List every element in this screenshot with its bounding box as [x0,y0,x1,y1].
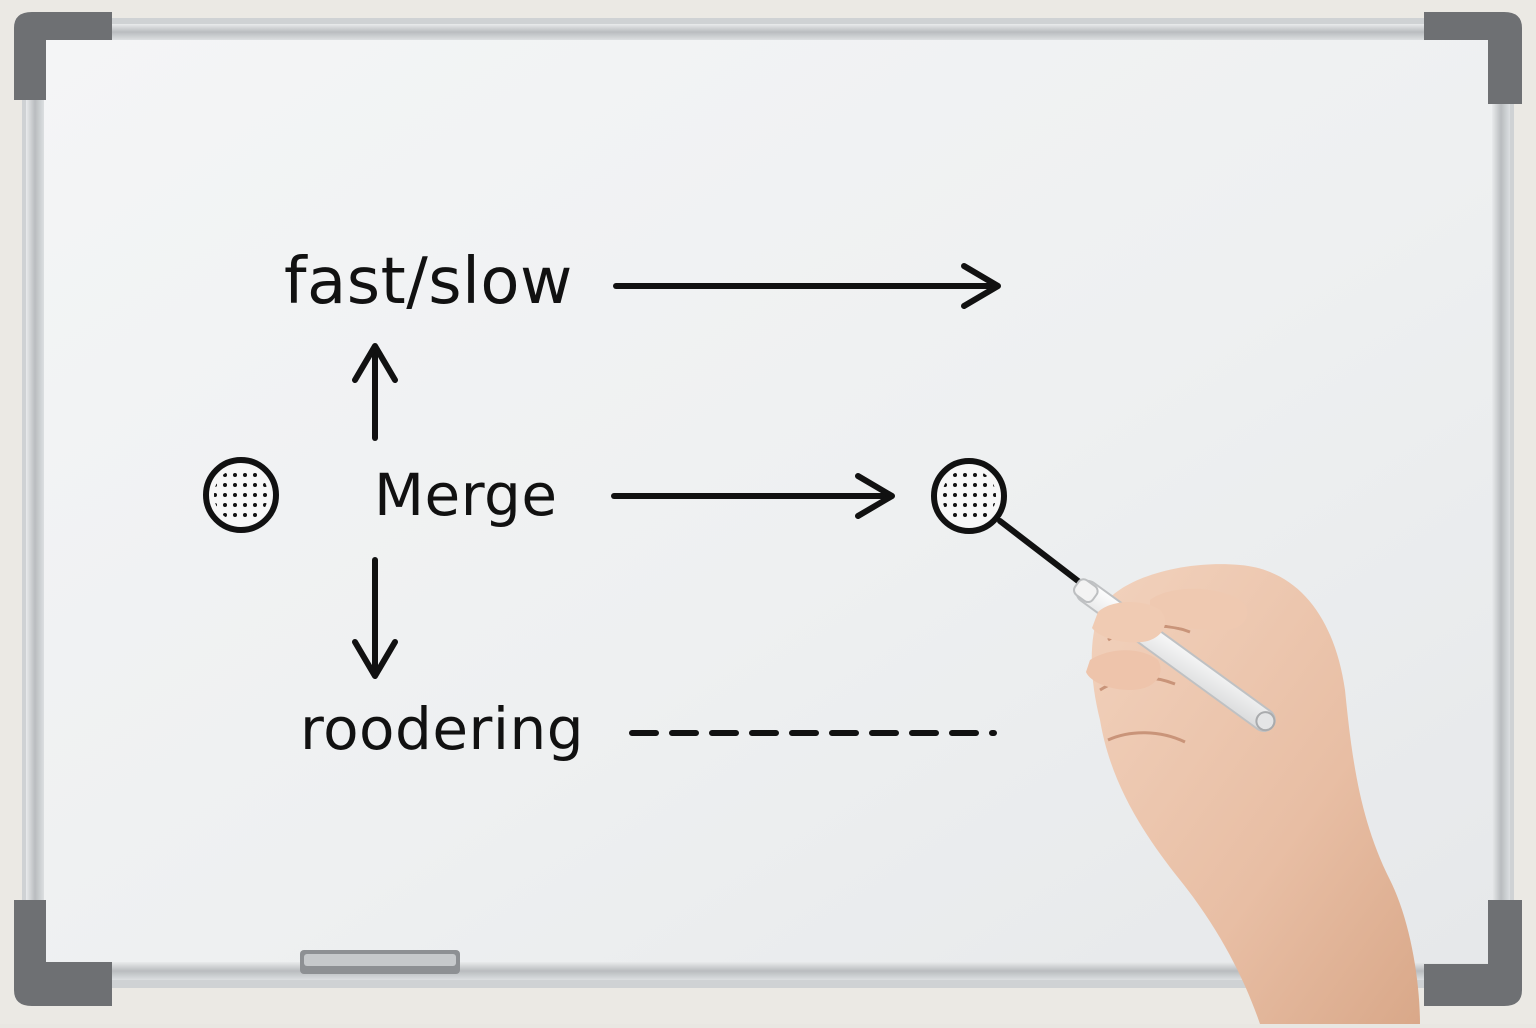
dotted-circle-icon [934,461,1004,531]
label-merge: Merge [374,466,558,524]
label-roodering: roodering [300,700,584,758]
dotted-circle-icon [206,460,276,530]
label-fast-slow: fast/slow [284,250,573,314]
